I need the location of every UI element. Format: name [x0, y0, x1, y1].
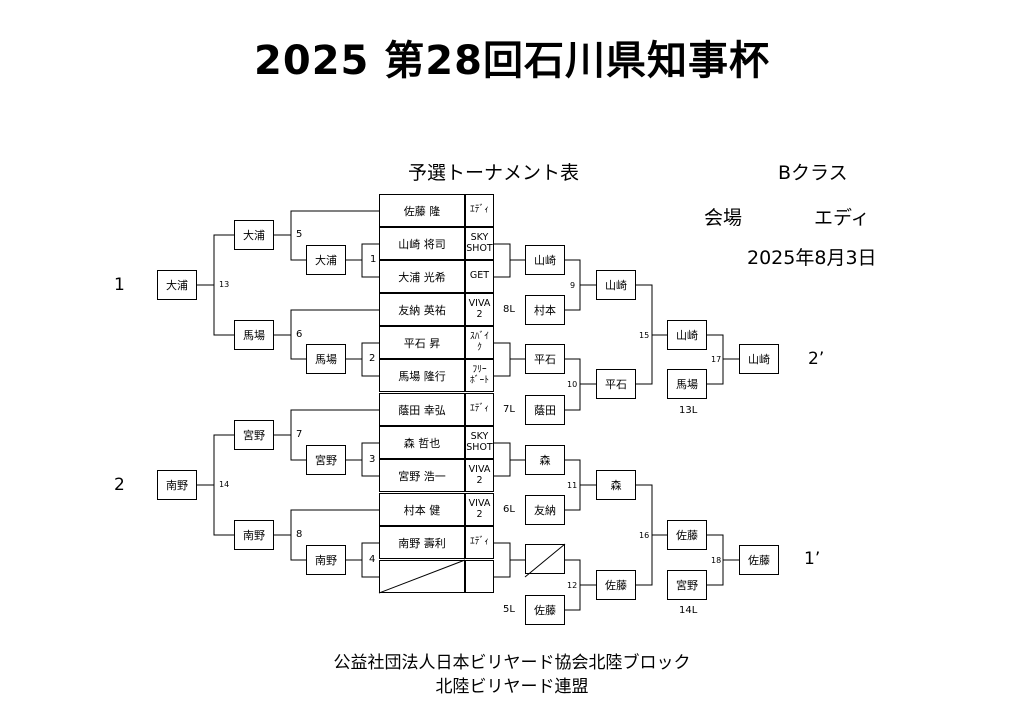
bracket-subtitle: 予選トーナメント表 [408, 162, 580, 184]
match-number: 6 [296, 329, 303, 340]
left-r1-box: 南野 [306, 545, 346, 575]
right-r2-box: 平石 [596, 369, 636, 399]
player-name: 山崎 将司 [379, 227, 465, 260]
player-venue-blank [465, 560, 494, 593]
match-number: 4 [369, 554, 376, 565]
right-r3-box: 佐藤 [667, 520, 707, 550]
side-number: 1’ [804, 549, 821, 569]
right-r3-box: 馬場 [667, 369, 707, 399]
match-number: 10 [567, 380, 578, 389]
match-number: 7 [296, 429, 303, 440]
left-r2-box: 大浦 [234, 220, 274, 250]
player-venue: ｴﾃﾞｨ [465, 194, 494, 227]
venue-label: 会場 [704, 207, 743, 229]
class-label: Bクラス [778, 162, 848, 184]
match-number: 14 [219, 480, 230, 489]
player-name: 大浦 光希 [379, 260, 465, 293]
right-r1-box: 佐藤 [525, 595, 565, 625]
left-r2-box: 馬場 [234, 320, 274, 350]
player-name: 友納 英祐 [379, 293, 465, 326]
right-r1-box: 平石 [525, 344, 565, 374]
player-name: 蔭田 幸弘 [379, 393, 465, 426]
match-number: 9 [570, 281, 576, 290]
left-r3-box: 南野 [157, 470, 197, 500]
final-box: 山崎 [739, 344, 779, 374]
left-r2-box: 宮野 [234, 420, 274, 450]
player-venue: VIVA 2 [465, 293, 494, 326]
loser-label: 8L [503, 304, 515, 315]
right-r1-box: 蔭田 [525, 395, 565, 425]
left-r1-box: 大浦 [306, 245, 346, 275]
left-r2-box: 南野 [234, 520, 274, 550]
player-name: 平石 昇 [379, 326, 465, 359]
match-number: 5 [296, 229, 303, 240]
venue-name: エディ [814, 207, 870, 229]
side-number: 2’ [808, 349, 825, 369]
player-venue: ﾌﾘｰ ﾎﾞｰﾄ [465, 359, 494, 392]
right-r1-box: 森 [525, 445, 565, 475]
right-r1-box: 村本 [525, 295, 565, 325]
side-number: 1 [114, 275, 125, 295]
match-number: 13 [219, 280, 230, 289]
match-number: 11 [567, 481, 578, 490]
player-name: 村本 健 [379, 493, 465, 526]
loser-label: 5L [503, 604, 515, 615]
match-number: 2 [369, 353, 376, 364]
side-number: 2 [114, 475, 125, 495]
page-title: 2025 第28回石川県知事杯 [254, 38, 770, 84]
right-r2-box: 森 [596, 470, 636, 500]
right-r3-box: 宮野 [667, 570, 707, 600]
player-name: 宮野 浩一 [379, 459, 465, 492]
footer-federation: 北陸ビリヤード連盟 [435, 677, 589, 697]
footer-organization: 公益社団法人日本ビリヤード協会北陸ブロック [333, 653, 691, 673]
player-venue: GET [465, 260, 494, 293]
player-name: 森 哲也 [379, 426, 465, 459]
left-r1-box: 馬場 [306, 344, 346, 374]
loser-label: 14L [679, 605, 698, 616]
match-number: 12 [567, 581, 578, 590]
player-venue: SKY SHOT [465, 227, 494, 260]
event-date: 2025年8月3日 [747, 247, 877, 269]
final-box: 佐藤 [739, 545, 779, 575]
player-venue: ｽﾊﾞｲ ｸ [465, 326, 494, 359]
loser-label: 7L [503, 404, 515, 415]
left-r3-box: 大浦 [157, 270, 197, 300]
right-r3-box: 山崎 [667, 320, 707, 350]
player-venue: VIVA 2 [465, 459, 494, 492]
left-r1-box: 宮野 [306, 445, 346, 475]
match-number: 8 [296, 529, 303, 540]
player-name-blank [379, 560, 465, 593]
player-venue: SKY SHOT [465, 426, 494, 459]
match-number: 18 [711, 556, 722, 565]
player-name: 馬場 隆行 [379, 359, 465, 392]
match-number: 17 [711, 355, 722, 364]
right-r1-box: 友納 [525, 495, 565, 525]
right-r2-box: 佐藤 [596, 570, 636, 600]
player-venue: ｴﾃﾞｨ [465, 393, 494, 426]
loser-label: 13L [679, 405, 698, 416]
match-number: 3 [369, 454, 376, 465]
player-venue: VIVA 2 [465, 493, 494, 526]
right-r1-box: 山崎 [525, 245, 565, 275]
player-venue: ｴﾃﾞｨ [465, 526, 494, 559]
player-name: 佐藤 隆 [379, 194, 465, 227]
match-number: 1 [370, 254, 377, 265]
right-r2-box: 山崎 [596, 270, 636, 300]
match-number: 16 [639, 531, 650, 540]
player-name: 南野 壽利 [379, 526, 465, 559]
loser-label: 6L [503, 504, 515, 515]
match-number: 15 [639, 331, 650, 340]
right-r1-box-blank [525, 544, 565, 574]
